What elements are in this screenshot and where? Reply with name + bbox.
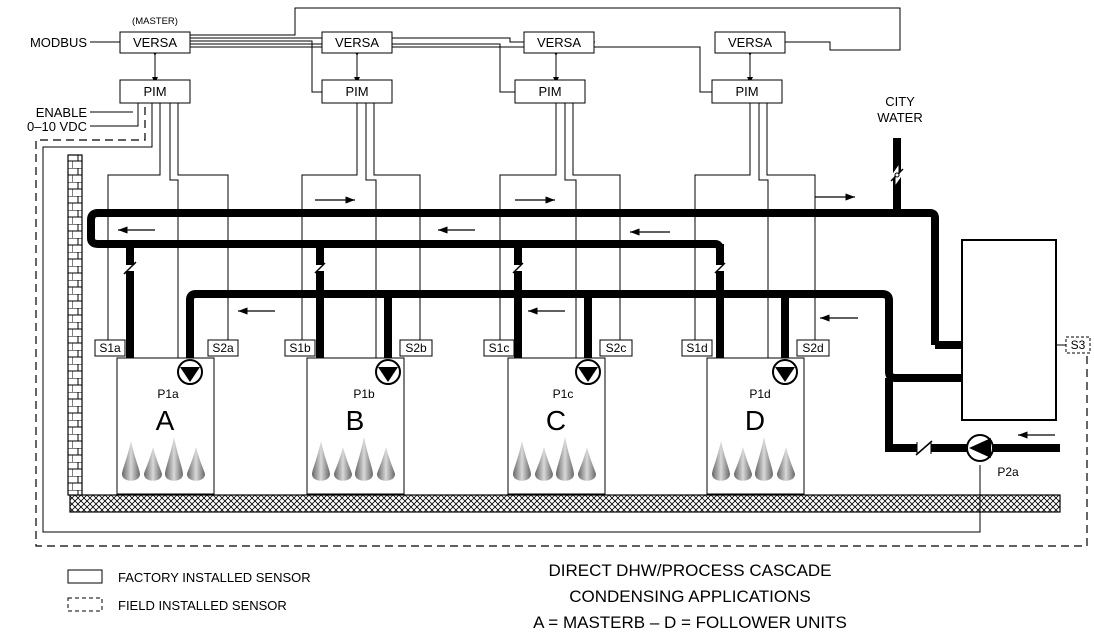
city-water-label-2: WATER xyxy=(877,110,923,125)
versa-label-master: VERSA xyxy=(133,35,177,50)
sensor-s1b-label: S1b xyxy=(289,341,311,355)
s3-sensor-box xyxy=(1065,336,1091,354)
pump-p1b-label: P1b xyxy=(353,387,375,401)
p2a-check-valve xyxy=(915,440,933,456)
enable-label: ENABLE xyxy=(36,105,88,120)
return-header xyxy=(186,290,962,382)
master-note: (MASTER) xyxy=(132,16,178,27)
flame-icon xyxy=(377,447,395,481)
versa-label-c: VERSA xyxy=(537,35,581,50)
sensor-s2d-label: S2d xyxy=(802,341,823,355)
vdc-line xyxy=(90,103,139,127)
flame-icon xyxy=(144,447,162,481)
flame-icon xyxy=(578,447,596,481)
wall xyxy=(67,154,83,496)
pim-wiring xyxy=(107,103,816,365)
check-valves xyxy=(123,261,726,275)
pim-label-d: PIM xyxy=(735,84,758,99)
boiler-supply-drops xyxy=(126,244,724,358)
sensor-s3-label: S3 xyxy=(1071,338,1086,352)
field-wiring xyxy=(35,107,1088,547)
pump-p2a xyxy=(966,434,994,462)
storage-tank xyxy=(961,239,1057,421)
sensor-boxes xyxy=(94,339,830,357)
pim-label-c: PIM xyxy=(538,84,561,99)
flame-icon xyxy=(312,441,330,481)
tank-return xyxy=(885,378,975,452)
pim-label-a: PIM xyxy=(143,84,166,99)
city-water-pipe xyxy=(888,138,906,215)
unit-letter-d: D xyxy=(745,405,765,436)
vdc-label: 0–10 VDC xyxy=(27,119,87,134)
burner-flames xyxy=(122,437,795,481)
flame-icon xyxy=(712,441,730,481)
caption-line-3: A = MASTERB – D = FOLLOWER UNITS xyxy=(533,613,847,632)
flame-icon xyxy=(355,437,373,481)
versa-box-c xyxy=(523,31,595,54)
pump-p1c-label: P1c xyxy=(553,387,574,401)
caption-line-1: DIRECT DHW/PROCESS CASCADE xyxy=(548,561,831,580)
pim-box-a xyxy=(119,79,191,104)
legend-factory-swatch xyxy=(67,569,103,584)
supply-loop xyxy=(87,209,939,345)
sensor-s2a-label: S2a xyxy=(212,341,234,355)
unit-letter-b: B xyxy=(346,405,365,436)
versa-box-d xyxy=(714,31,786,54)
pim-box-b xyxy=(321,79,393,104)
flame-icon xyxy=(777,447,795,481)
sensor-s1d-label: S1d xyxy=(686,341,707,355)
flame-icon xyxy=(334,447,352,481)
flame-icon xyxy=(122,441,140,481)
flame-icon xyxy=(755,437,773,481)
flow-arrows xyxy=(118,193,1055,439)
p2a-wire xyxy=(42,103,981,533)
pump-p1d-label: P1d xyxy=(749,387,770,401)
pim-box-c xyxy=(514,79,586,104)
pim-label-b: PIM xyxy=(345,84,368,99)
pump-p2a-label: P2a xyxy=(997,465,1019,479)
legend-factory-label: FACTORY INSTALLED SENSOR xyxy=(118,570,311,585)
flame-icon xyxy=(187,447,205,481)
sensor-s2c-label: S2c xyxy=(606,341,627,355)
versa-box-b xyxy=(321,31,393,54)
floor xyxy=(69,494,1061,513)
flame-icon xyxy=(734,447,752,481)
versa-box-master xyxy=(119,31,191,54)
flame-icon xyxy=(535,447,553,481)
boiler-pumps xyxy=(177,359,798,385)
flame-icon xyxy=(165,437,183,481)
versa-label-d: VERSA xyxy=(728,35,772,50)
unit-letter-c: C xyxy=(546,405,566,436)
sensor-s2b-label: S2b xyxy=(405,341,427,355)
pim-box-d xyxy=(711,79,783,104)
caption-line-2: CONDENSING APPLICATIONS xyxy=(569,587,811,606)
versa-pim-links xyxy=(152,50,753,83)
versa-label-b: VERSA xyxy=(335,35,379,50)
legend-field-swatch xyxy=(67,597,103,612)
pump-p1a-label: P1a xyxy=(157,387,179,401)
legend-field-label: FIELD INSTALLED SENSOR xyxy=(118,598,287,613)
modbus-label: MODBUS xyxy=(30,35,87,50)
flame-icon xyxy=(556,437,574,481)
sensor-s1a-label: S1a xyxy=(99,341,121,355)
sensor-s1c-label: S1c xyxy=(489,341,510,355)
return-drops xyxy=(384,294,789,360)
city-water-label-1: CITY xyxy=(885,94,915,109)
unit-letter-a: A xyxy=(156,405,175,436)
flame-icon xyxy=(513,441,531,481)
